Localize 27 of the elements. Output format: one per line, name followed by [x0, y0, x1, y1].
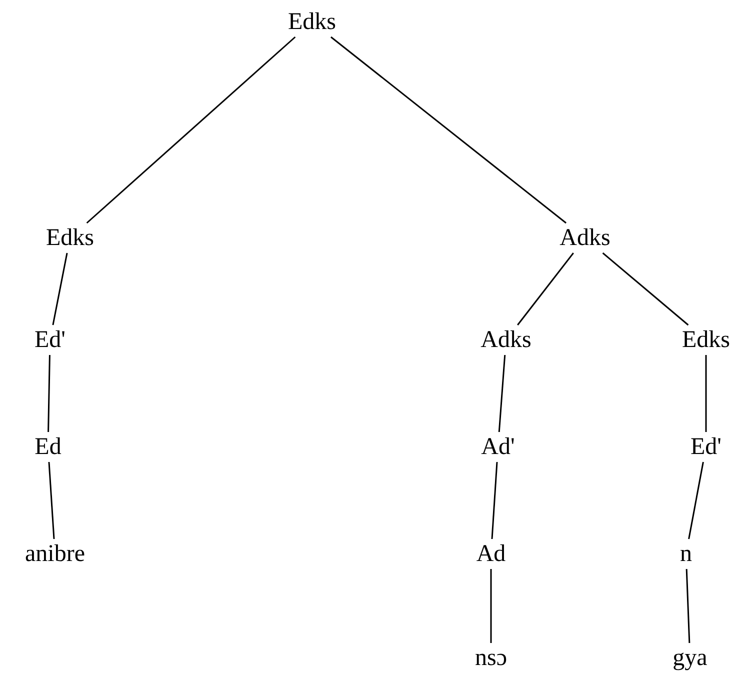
tree-node-label: Edks — [46, 225, 94, 251]
tree-branch — [52, 252, 68, 326]
tree-node-label: Adks — [560, 225, 610, 251]
tree-node-label: Ed' — [690, 434, 722, 460]
tree-branch — [48, 354, 50, 432]
tree-node-label: Adks — [480, 327, 532, 353]
tree-branch — [48, 462, 55, 540]
tree-branch — [491, 462, 498, 540]
tree-node-label: Ed' — [34, 327, 66, 353]
tree-branch — [602, 252, 689, 326]
tree-node-label: Ad' — [481, 434, 515, 460]
tree-branch — [688, 462, 704, 540]
tree-node-label: nsɔ — [475, 645, 507, 671]
tree-node-label: gya — [672, 645, 708, 671]
tree-node-label: Edks — [288, 9, 336, 35]
tree-node-label: anibre — [25, 541, 85, 567]
tree-branch — [705, 355, 707, 432]
tree-node-label: Ad — [476, 541, 506, 567]
tree-node-label: Edks — [682, 327, 730, 353]
tree-branch — [330, 36, 566, 224]
tree-node-label: n — [680, 541, 692, 567]
tree-branch — [490, 569, 492, 643]
tree-node-label: Ed — [34, 434, 62, 460]
tree-branch — [86, 36, 296, 224]
tree-branch — [517, 252, 574, 326]
tree-branch — [686, 568, 690, 644]
tree-branch — [498, 354, 506, 432]
